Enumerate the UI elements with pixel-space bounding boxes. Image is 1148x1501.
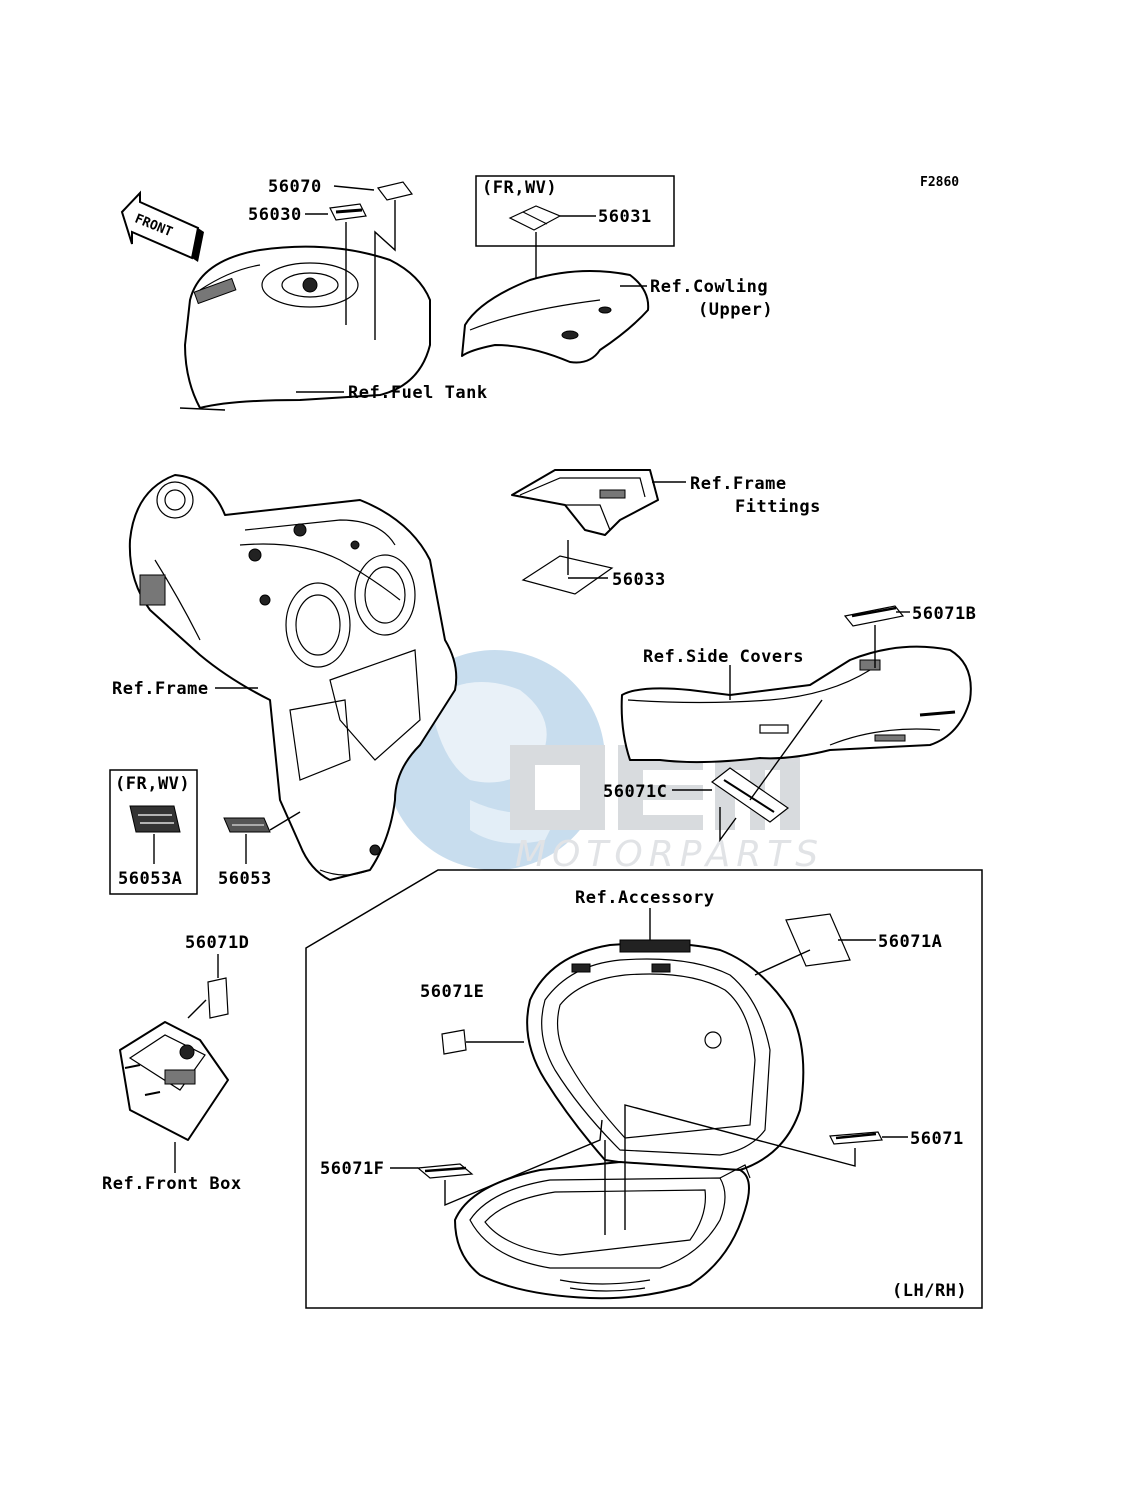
side-covers-group: Ref.Side Covers 56071B 56071C [603, 604, 976, 843]
fuel-tank-group: 56070 56030 Ref.Fuel Tank [179, 177, 488, 411]
decal-56071B-icon [843, 605, 905, 627]
part-56071C-label[interactable]: 56071C [603, 782, 667, 802]
fr-wv-note-left: (FR,WV) [115, 774, 190, 794]
ref-accessory-label[interactable]: Ref.Accessory [575, 888, 715, 908]
front-arrow-icon: FRONT [120, 190, 204, 262]
part-56053A-label[interactable]: 56053A [118, 869, 182, 889]
decal-56071E-icon [441, 1029, 467, 1055]
frame-fittings-icon [511, 469, 659, 536]
figure-code: F2860 [920, 175, 959, 190]
frame-fittings-group: Ref.Frame Fittings 56033 [511, 469, 821, 595]
cowling-upper-icon [461, 270, 650, 364]
fr-wv-box-left [109, 769, 198, 895]
part-56071B-label[interactable]: 56071B [912, 604, 976, 624]
ref-frame-fittings-label[interactable]: Ref.Frame [690, 474, 787, 494]
side-covers-icon [620, 645, 972, 764]
accessory-group: Ref.Accessory (LH/RH) 56071A 56071E 5607… [305, 869, 983, 1309]
part-56071-label[interactable]: 56071 [910, 1129, 964, 1149]
part-56031-label[interactable]: 56031 [598, 207, 652, 227]
part-56071D-label[interactable]: 56071D [185, 933, 249, 953]
part-56071E-label[interactable]: 56071E [420, 982, 484, 1002]
part-56053-group: 56053 [218, 811, 301, 889]
part-56071F-label[interactable]: 56071F [320, 1159, 384, 1179]
ref-side-covers-label[interactable]: Ref.Side Covers [643, 647, 804, 667]
part-56033-label[interactable]: 56033 [612, 570, 666, 590]
part-56070-label[interactable]: 56070 [268, 177, 322, 197]
part-56053-label[interactable]: 56053 [218, 869, 272, 889]
frame-icon [128, 474, 458, 881]
ref-cowling-label[interactable]: Ref.Cowling [650, 277, 768, 297]
ref-frame-fittings-sub-label: Fittings [735, 497, 821, 517]
pannier-base-icon [454, 1161, 750, 1300]
front-box-group: 56071D Ref.Front Box [102, 933, 249, 1194]
frame-group: Ref.Frame [112, 474, 458, 881]
ref-cowling-sub-label: (Upper) [698, 300, 773, 320]
decal-56070-icon [376, 181, 414, 201]
accessory-frame [305, 869, 983, 1309]
part-56071A-label[interactable]: 56071A [878, 932, 942, 952]
part-56030-label[interactable]: 56030 [248, 205, 302, 225]
fuel-tank-icon [184, 245, 431, 409]
decal-56053A-icon [129, 805, 181, 833]
decal-56071D-icon [207, 977, 229, 1019]
ref-front-box-label[interactable]: Ref.Front Box [102, 1174, 242, 1194]
lh-rh-note: (LH/RH) [892, 1281, 967, 1301]
cowling-group: (FR,WV) 56031 Ref.Cowling (Upper) [461, 175, 773, 364]
ref-fuel-tank-label[interactable]: Ref.Fuel Tank [348, 383, 488, 403]
fr-wv-box-top [475, 175, 675, 247]
fr-wv-note-top: (FR,WV) [482, 178, 557, 198]
ref-frame-label[interactable]: Ref.Frame [112, 679, 209, 699]
fr-wv-group-left: (FR,WV) 56053A [109, 769, 198, 895]
watermark-text: MOTORPARTS [515, 834, 824, 875]
